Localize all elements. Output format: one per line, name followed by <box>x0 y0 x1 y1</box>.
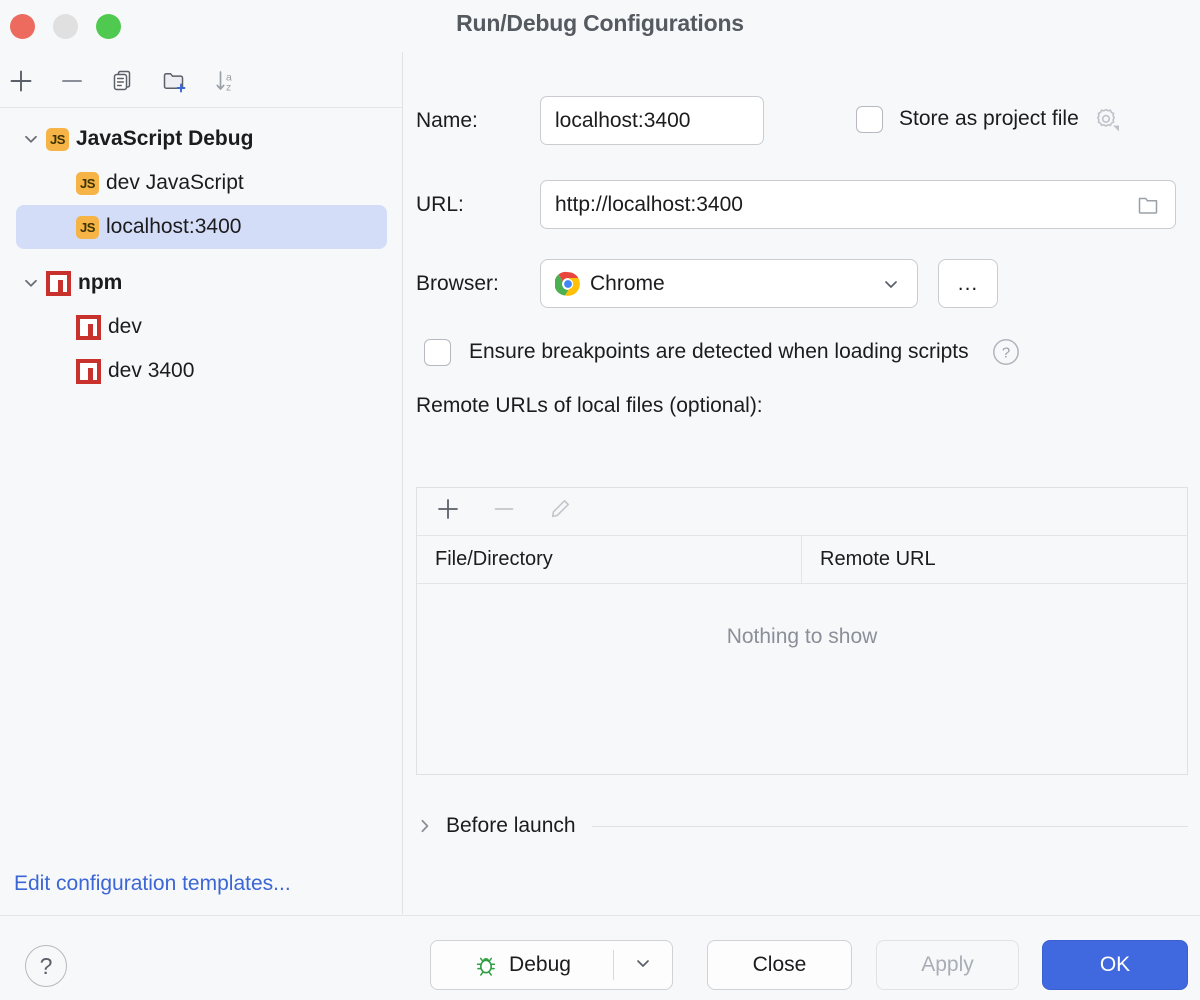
remote-urls-table-toolbar <box>417 488 1187 536</box>
remote-urls-table-body: Nothing to show <box>417 584 1187 772</box>
plus-icon <box>8 68 34 94</box>
ok-button[interactable]: OK <box>1042 940 1188 990</box>
npm-icon <box>76 358 101 384</box>
js-icon: JS <box>46 127 69 151</box>
edit-configuration-templates-link[interactable]: Edit configuration templates... <box>14 872 291 895</box>
minus-icon <box>59 68 85 94</box>
browser-more-button[interactable]: ... <box>938 259 998 308</box>
remote-urls-label: Remote URLs of local files (optional): <box>416 394 763 417</box>
help-icon[interactable]: ? <box>991 337 1021 367</box>
remote-urls-table-header: File/Directory Remote URL <box>417 536 1187 584</box>
tree-item-localhost-3400[interactable]: JS localhost:3400 <box>16 205 387 249</box>
ensure-breakpoints-row: Ensure breakpoints are detected when loa… <box>424 337 1188 367</box>
debug-split-button[interactable]: Debug <box>430 940 673 990</box>
remove-configuration-button[interactable] <box>55 64 89 98</box>
tree-item-dev-3400[interactable]: dev 3400 <box>16 349 387 393</box>
bug-icon <box>473 952 499 978</box>
column-header-remote-url[interactable]: Remote URL <box>820 548 936 570</box>
new-folder-button[interactable] <box>158 64 192 98</box>
chevron-down-icon[interactable] <box>16 274 46 292</box>
apply-button[interactable]: Apply <box>876 940 1019 990</box>
gear-icon[interactable] <box>1091 104 1121 134</box>
help-button[interactable]: ? <box>25 945 67 987</box>
url-label: URL: <box>416 192 464 216</box>
store-as-project-file-checkbox[interactable] <box>856 105 883 133</box>
name-label: Name: <box>416 108 478 132</box>
svg-text:a: a <box>226 72 232 84</box>
tree-item-label: dev 3400 <box>108 359 195 382</box>
debug-button[interactable]: Debug <box>431 952 613 978</box>
name-row: Name: localhost:3400 <box>416 96 764 145</box>
column-header-file-directory[interactable]: File/Directory <box>417 536 802 583</box>
sort-configurations-button[interactable]: a z <box>210 64 244 98</box>
edit-remote-url-button <box>547 499 573 525</box>
empty-state-text: Nothing to show <box>726 625 878 648</box>
browser-select[interactable]: Chrome <box>540 259 918 308</box>
remote-urls-table: File/Directory Remote URL Nothing to sho… <box>416 487 1188 775</box>
remove-remote-url-button <box>491 499 517 525</box>
sort-az-icon: a z <box>213 68 241 94</box>
close-window-button[interactable] <box>10 14 35 39</box>
copy-configuration-button[interactable] <box>106 64 140 98</box>
minimize-window-button[interactable] <box>53 14 78 39</box>
tree-item-label: npm <box>78 271 123 294</box>
section-divider <box>591 825 1188 827</box>
configuration-editor: Name: localhost:3400 Store as project fi… <box>404 52 1200 914</box>
debug-button-label: Debug <box>509 953 571 976</box>
zoom-window-button[interactable] <box>96 14 121 39</box>
ensure-breakpoints-label: Ensure breakpoints are detected when loa… <box>469 340 969 363</box>
close-button[interactable]: Close <box>707 940 852 990</box>
tree-item-javascript-debug[interactable]: JS JavaScript Debug <box>16 117 387 161</box>
dialog-title: Run/Debug Configurations <box>456 10 744 36</box>
tree-item-label: JavaScript Debug <box>76 127 254 150</box>
npm-icon <box>46 270 71 296</box>
minus-icon <box>492 497 516 526</box>
browser-row: Browser: Chrome <box>416 259 998 308</box>
sidebar-toolbar: a z <box>0 52 403 108</box>
debug-split-divider <box>613 950 614 980</box>
tree-item-label: dev JavaScript <box>106 171 244 194</box>
before-launch-label: Before launch <box>446 814 576 837</box>
tree-item-label: localhost:3400 <box>106 215 242 238</box>
store-as-project-file-label: Store as project file <box>899 107 1079 130</box>
configurations-sidebar: a z JS JavaScript Debug JS dev JavaScrip… <box>0 52 403 914</box>
window-controls <box>10 14 121 39</box>
ensure-breakpoints-checkbox[interactable] <box>424 338 451 366</box>
name-input[interactable]: localhost:3400 <box>540 96 764 145</box>
tree-item-label: dev <box>108 315 142 338</box>
tree-item-dev-javascript[interactable]: JS dev JavaScript <box>16 161 387 205</box>
before-launch-section[interactable]: Before launch <box>416 814 1188 838</box>
js-icon: JS <box>76 171 99 195</box>
chrome-icon <box>554 271 581 297</box>
browser-select-value: Chrome <box>590 271 665 295</box>
url-row: URL: http://localhost:3400 <box>416 180 1176 229</box>
chevron-right-icon[interactable] <box>416 817 434 835</box>
remote-urls-section-label-row: Remote URLs of local files (optional): <box>416 394 763 418</box>
npm-icon <box>76 314 101 340</box>
js-icon: JS <box>76 215 99 239</box>
chevron-down-icon <box>633 953 653 978</box>
plus-icon <box>436 497 460 526</box>
svg-text:z: z <box>226 82 231 94</box>
url-input[interactable]: http://localhost:3400 <box>540 180 1176 229</box>
folder-add-icon <box>161 68 189 94</box>
tree-item-npm[interactable]: npm <box>16 261 387 305</box>
add-remote-url-button[interactable] <box>435 499 461 525</box>
pencil-icon <box>548 497 572 526</box>
url-input-value: http://localhost:3400 <box>555 192 743 216</box>
copy-icon <box>110 68 136 94</box>
add-configuration-button[interactable] <box>4 64 38 98</box>
chevron-down-icon[interactable] <box>881 274 907 294</box>
browser-label: Browser: <box>416 271 499 295</box>
folder-browse-icon[interactable] <box>1135 192 1161 218</box>
svg-text:?: ? <box>1001 344 1009 361</box>
store-as-project-file-row: Store as project file <box>856 104 1121 134</box>
tree-item-dev[interactable]: dev <box>16 305 387 349</box>
chevron-down-icon[interactable] <box>16 130 46 148</box>
debug-dropdown-button[interactable] <box>614 953 672 978</box>
configurations-tree[interactable]: JS JavaScript Debug JS dev JavaScript JS… <box>0 109 403 854</box>
